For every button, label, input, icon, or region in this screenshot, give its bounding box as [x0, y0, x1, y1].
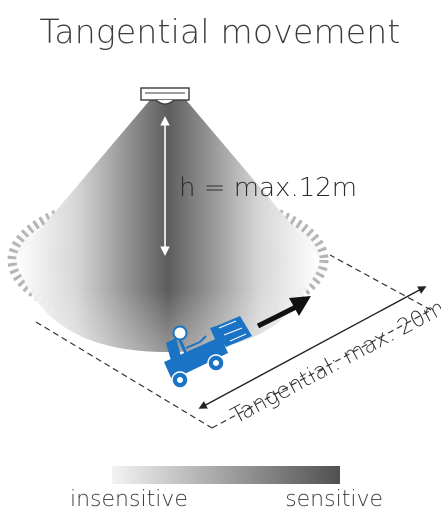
sensitivity-legend: insensitive sensitive: [70, 466, 383, 512]
diagram-title: Tangential movement: [39, 12, 400, 51]
legend-high-label: sensitive: [285, 487, 383, 512]
forklift-icon: [164, 316, 252, 389]
sensor-icon: [140, 87, 190, 105]
legend-low-label: insensitive: [70, 487, 188, 512]
detection-cone: [16, 100, 320, 352]
sensitivity-gradient-bar: [112, 466, 340, 484]
movement-arrow-icon: [256, 296, 311, 329]
height-label: h = max.12m: [179, 173, 357, 203]
range-arrow-icon: [198, 286, 427, 409]
